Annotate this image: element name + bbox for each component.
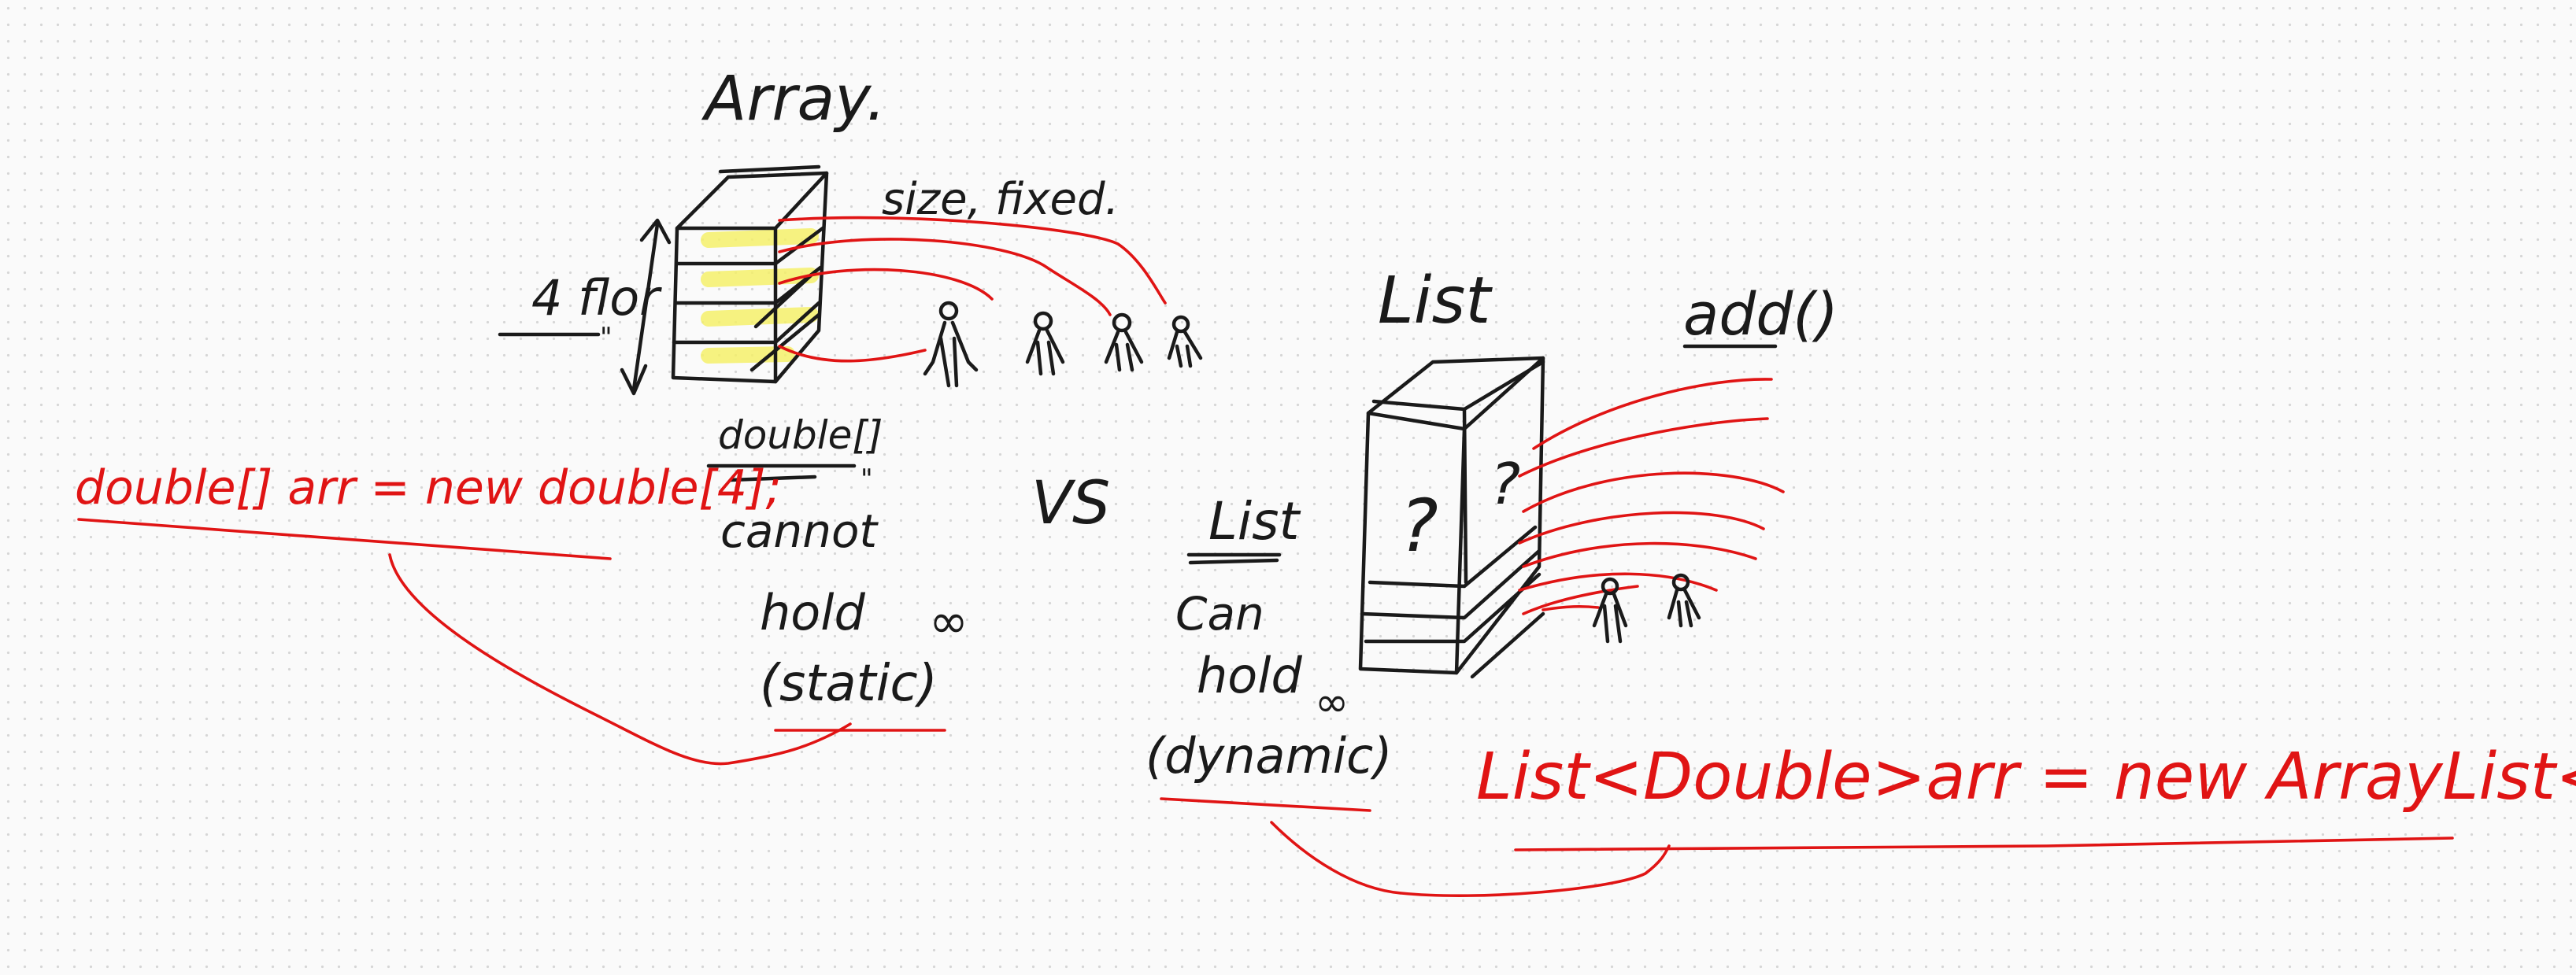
array-floor-highlights bbox=[701, 228, 819, 364]
dynamic-label: (dynamic) bbox=[1146, 727, 1392, 785]
list-hold-label: hold bbox=[1197, 647, 1302, 704]
array-type-underline-2 bbox=[728, 475, 817, 482]
array-code-connector bbox=[388, 553, 852, 766]
list-box bbox=[1358, 356, 1545, 679]
vs-label: VS bbox=[1031, 467, 1110, 537]
person-icon bbox=[1592, 577, 1628, 644]
array-people bbox=[923, 301, 1203, 388]
person-icon bbox=[923, 301, 979, 388]
static-label: (static) bbox=[760, 655, 938, 713]
array-strings bbox=[778, 216, 1167, 363]
array-code: double[] arr = new double[4]; bbox=[75, 460, 782, 515]
person-icon bbox=[1667, 573, 1701, 628]
dynamic-underline bbox=[1160, 797, 1371, 812]
list-strings bbox=[1518, 378, 1785, 615]
array-type-label: double[] bbox=[718, 412, 883, 458]
floor-count-arrow bbox=[620, 218, 672, 396]
can-label: Can bbox=[1175, 587, 1264, 641]
array-box bbox=[671, 164, 829, 384]
array-hold-label: hold bbox=[760, 584, 865, 641]
list-code-connector bbox=[1270, 821, 1671, 897]
array-section: Array. 4 flor " size, bbox=[75, 64, 1203, 766]
list-infinity: ∞ bbox=[1315, 679, 1349, 726]
ditto-mark-1: " bbox=[600, 322, 613, 353]
list-title: List bbox=[1378, 264, 1493, 338]
ditto-mark-2: " bbox=[861, 463, 873, 495]
list-code: List<Double>arr = new ArrayList<>(); bbox=[1476, 740, 2576, 814]
floor-count-label: 4 flor bbox=[531, 269, 662, 327]
list-code-underline bbox=[1514, 837, 2454, 851]
size-fixed-note: size, fixed. bbox=[882, 174, 1119, 225]
person-icon bbox=[1025, 311, 1065, 376]
person-icon bbox=[1104, 312, 1144, 372]
person-icon bbox=[1167, 315, 1203, 368]
add-method-label: add() bbox=[1683, 281, 1838, 349]
list-people bbox=[1592, 573, 1701, 644]
cannot-label: cannot bbox=[720, 504, 879, 558]
list-type-underline-2 bbox=[1188, 558, 1279, 565]
array-code-underline bbox=[77, 518, 612, 560]
list-type-label: List bbox=[1208, 491, 1301, 552]
array-infinity: ∞ bbox=[929, 594, 968, 649]
list-box-question-1: ? bbox=[1400, 484, 1438, 568]
list-box-question-2: ? bbox=[1490, 451, 1520, 517]
list-section: List add() ? ? bbox=[1146, 264, 2576, 897]
array-title: Array. bbox=[701, 64, 886, 135]
